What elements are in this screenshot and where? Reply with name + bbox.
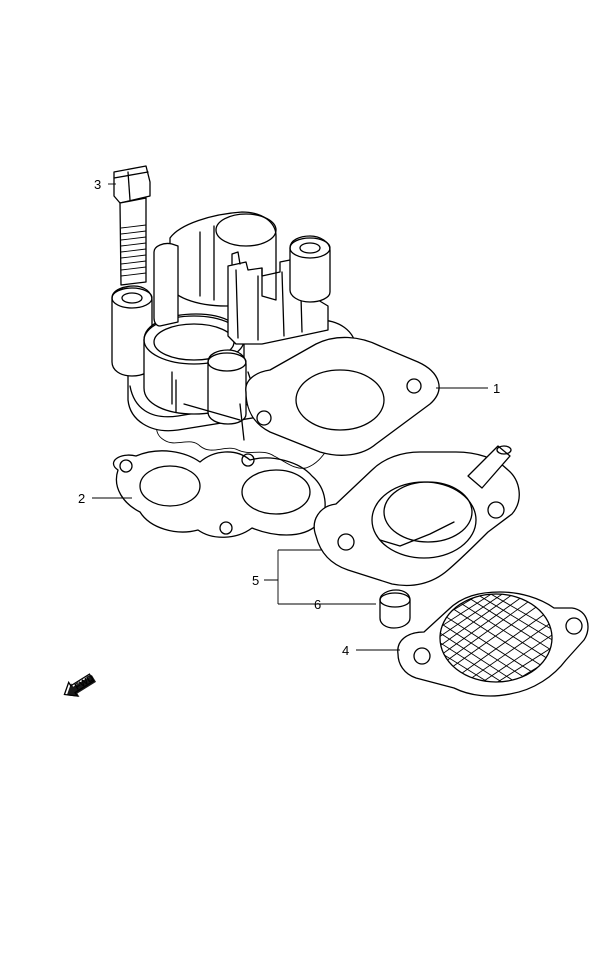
leader-lines xyxy=(92,183,488,651)
screen-gasket-part-4[interactable] xyxy=(397,582,598,708)
collar-part-6[interactable] xyxy=(379,589,411,629)
callout-6: 6 xyxy=(314,597,321,612)
carburetor-body-part-1[interactable] xyxy=(111,211,440,456)
callout-4: 4 xyxy=(342,643,349,658)
bolt-part-3[interactable] xyxy=(113,165,151,286)
fwd-arrow-icon: FWD xyxy=(63,672,97,697)
callout-1: 1 xyxy=(493,381,500,396)
gasket-part-2[interactable] xyxy=(112,407,331,538)
callout-3: 3 xyxy=(94,177,101,192)
callout-2: 2 xyxy=(78,491,85,506)
callout-5: 5 xyxy=(252,573,259,588)
insulator-part-5[interactable] xyxy=(313,445,520,587)
